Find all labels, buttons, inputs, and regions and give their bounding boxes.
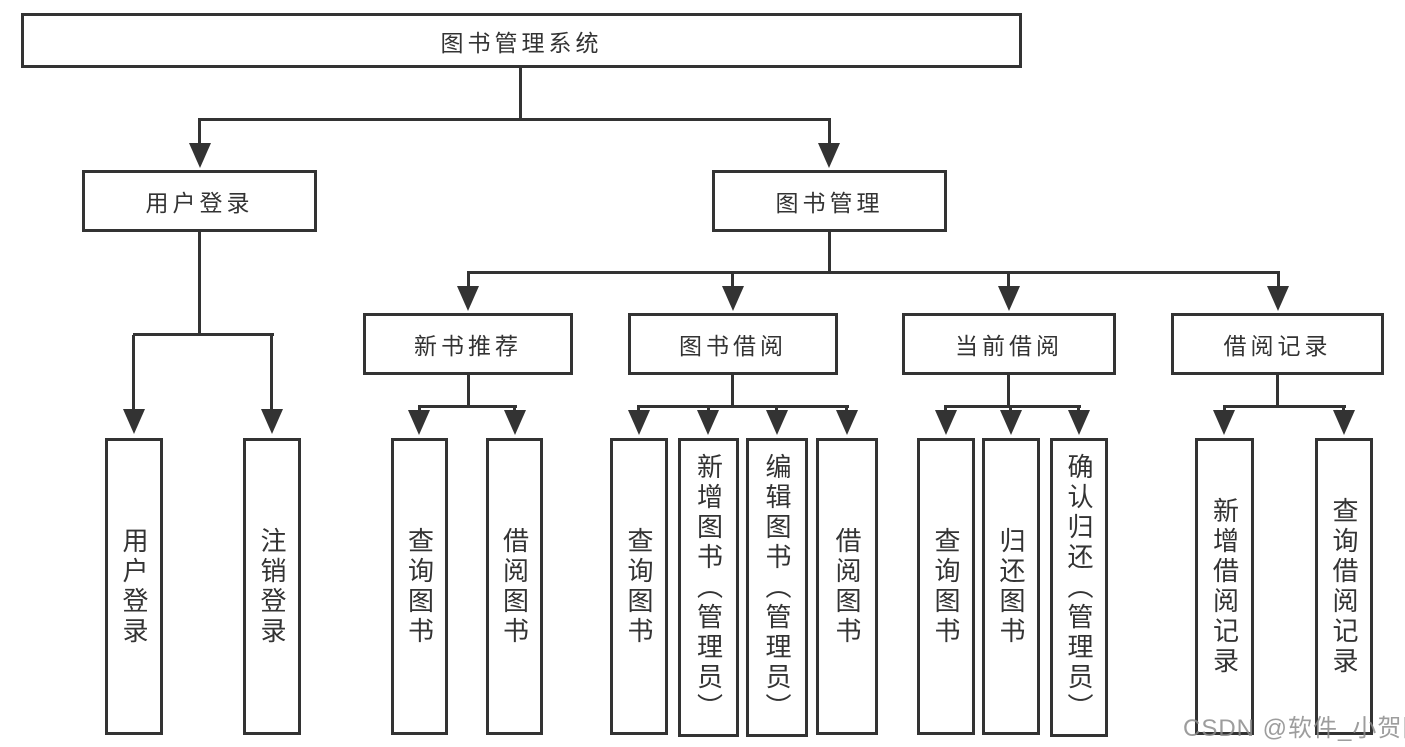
arrow-down-icon: [1267, 286, 1289, 311]
node-br-add-record: 新增借阅记录: [1195, 438, 1254, 735]
connector-borrow-record-down: [1276, 375, 1279, 408]
node-book-mgmt-label: 图书管理: [775, 190, 884, 216]
connector-borrow-record-branch: [1223, 405, 1346, 408]
connector-book-borrow-down: [731, 375, 734, 408]
connector-book-mgmt-down: [828, 232, 831, 274]
connector-book-mgmt-branch: [467, 271, 1280, 274]
node-user-login: 用户登录: [82, 170, 317, 232]
node-bb-add-book-label: 新增图书（管理员）: [693, 452, 724, 723]
node-cb-confirm-return: 确认归还（管理员）: [1050, 438, 1108, 737]
node-login-label: 用户登录: [119, 526, 149, 647]
node-borrow-record: 借阅记录: [1171, 313, 1384, 375]
connector-login-stem: [132, 335, 135, 413]
node-logout-label: 注销登录: [257, 526, 287, 647]
node-borrow-record-label: 借阅记录: [1223, 333, 1332, 359]
arrow-down-icon: [628, 410, 650, 435]
connector-current-borrow-down: [1007, 375, 1010, 408]
node-nb-query-book: 查询图书: [391, 438, 448, 735]
node-cb-return-book: 归还图书: [982, 438, 1040, 735]
arrow-down-icon: [935, 410, 957, 435]
connector-book-borrow-stem: [731, 273, 734, 291]
node-user-login-label: 用户登录: [145, 190, 254, 216]
arrow-down-icon: [408, 410, 430, 435]
connector-user-login-branch: [133, 333, 274, 336]
arrow-down-icon: [818, 143, 840, 168]
connector-new-book-down: [467, 375, 470, 408]
connector-book-mgmt-stem: [828, 120, 831, 148]
arrow-down-icon: [836, 410, 858, 435]
watermark: CSDN @软件_小贺同学: [1183, 715, 1405, 742]
node-nb-borrow-book: 借阅图书: [486, 438, 543, 735]
node-bb-query-book: 查询图书: [610, 438, 668, 735]
node-br-query-record: 查询借阅记录: [1315, 438, 1373, 735]
connector-root-branch: [198, 118, 831, 121]
node-cb-return-book-label: 归还图书: [996, 526, 1026, 647]
connector-current-borrow-branch: [944, 405, 1081, 408]
connector-user-login-stem: [198, 120, 201, 148]
arrow-down-icon: [261, 409, 283, 434]
node-new-book-rec: 新书推荐: [363, 313, 573, 375]
arrow-down-icon: [457, 286, 479, 311]
node-root-label: 图书管理系统: [440, 29, 603, 56]
arrow-down-icon: [1000, 410, 1022, 435]
node-bb-query-book-label: 查询图书: [624, 526, 654, 647]
arrow-down-icon: [998, 286, 1020, 311]
connector-book-borrow-branch: [637, 405, 849, 408]
node-root: 图书管理系统: [21, 13, 1022, 68]
node-bb-borrow-book-label: 借阅图书: [832, 526, 862, 647]
node-br-add-record-label: 新增借阅记录: [1209, 496, 1240, 677]
node-br-query-record-label: 查询借阅记录: [1329, 496, 1359, 677]
arrow-down-icon: [1068, 410, 1090, 435]
arrow-down-icon: [697, 410, 719, 435]
connector-new-book-branch: [418, 405, 517, 408]
connector-current-borrow-stem: [1007, 273, 1010, 291]
arrow-down-icon: [504, 410, 526, 435]
arrow-down-icon: [722, 286, 744, 311]
connector-logout-stem: [270, 335, 273, 413]
arrow-down-icon: [189, 143, 211, 168]
node-bb-edit-book-label: 编辑图书（管理员）: [762, 452, 792, 723]
connector-borrow-record-stem: [1277, 273, 1280, 291]
node-login: 用户登录: [105, 438, 163, 735]
node-new-book-rec-label: 新书推荐: [414, 333, 522, 359]
node-cb-confirm-return-label: 确认归还（管理员）: [1064, 452, 1094, 723]
node-book-mgmt: 图书管理: [712, 170, 947, 232]
arrow-down-icon: [123, 409, 145, 434]
node-current-borrow: 当前借阅: [902, 313, 1116, 375]
node-book-borrow-label: 图书借阅: [679, 333, 787, 359]
node-cb-query-book: 查询图书: [917, 438, 975, 735]
arrow-down-icon: [1333, 410, 1355, 435]
node-bb-add-book: 新增图书（管理员）: [678, 438, 739, 737]
node-bb-edit-book: 编辑图书（管理员）: [746, 438, 808, 737]
node-nb-query-book-label: 查询图书: [404, 526, 435, 647]
node-current-borrow-label: 当前借阅: [955, 333, 1063, 359]
connector-user-login-down: [198, 232, 201, 335]
node-logout: 注销登录: [243, 438, 301, 735]
connector-root-stem: [519, 66, 522, 120]
connector-new-book-stem: [467, 273, 470, 291]
node-bb-borrow-book: 借阅图书: [816, 438, 878, 735]
node-book-borrow: 图书借阅: [628, 313, 838, 375]
node-nb-borrow-book-label: 借阅图书: [499, 526, 530, 647]
arrow-down-icon: [1213, 410, 1235, 435]
arrow-down-icon: [766, 410, 788, 435]
node-cb-query-book-label: 查询图书: [931, 526, 961, 647]
